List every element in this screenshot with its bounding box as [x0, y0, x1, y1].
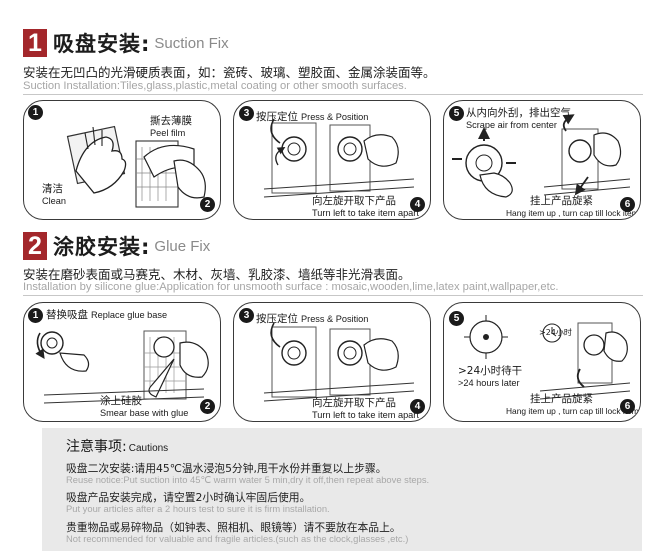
label-24h-dry: >24小时待干 >24 hours later	[458, 365, 523, 388]
caution-3-cn: 贵重物品或易碎物品（如钟表、照相机、眼镜等）请不要放在本品上。	[66, 521, 401, 534]
divider	[23, 295, 643, 296]
step-badge-2: 2	[200, 399, 215, 414]
label-clock-24h: >24小时	[539, 328, 572, 337]
step-panel-clean-peel: 1 2 撕去薄膜 Peel film 清洁 Clean	[23, 100, 221, 220]
press-turn-illustration	[263, 118, 415, 198]
caution-2-cn: 吸盘产品安装完成，请空置2小时确认牢固后使用。	[66, 491, 311, 504]
press-turn-illustration	[263, 322, 415, 402]
label-hang-item: 挂上产品旋紧 Hang item up , turn cap till lock…	[506, 393, 639, 416]
step-badge-6: 6	[620, 197, 635, 212]
step-badge-1: 1	[28, 308, 43, 323]
wait-hang-illustration	[464, 315, 631, 400]
section-number: 2	[23, 232, 47, 260]
cautions-title: 注意事项:Cautions	[66, 439, 169, 455]
caution-1-cn: 吸盘二次安装:请用45℃温水浸泡5分钟,甩干水份并重复以上步骤。	[66, 462, 387, 475]
step-badge-1: 1	[28, 105, 43, 120]
label-hang-item: 挂上产品旋紧 Hang item up , turn cap till lock…	[506, 195, 639, 218]
section-desc-cn: 安装在无凹凸的光滑硬质表面，如：瓷砖、玻璃、塑胶面、金属涂装面等。	[23, 65, 436, 80]
caution-3-en: Not recommended for valuable and fragile…	[66, 533, 409, 544]
step-badge-3: 3	[239, 308, 254, 323]
step-badge-5: 5	[449, 106, 464, 121]
section-desc-en: Suction Installation:Tiles,glass,plastic…	[23, 80, 407, 92]
section-header: 2 涂胶安装: Glue Fix	[23, 231, 210, 261]
label-turn-left: 向左旋开取下产品 Turn left to take item apart	[312, 397, 419, 420]
section-title-en: Suction Fix	[154, 34, 229, 52]
step-badge-4: 4	[410, 399, 425, 414]
section-desc-en: Installation by silicone glue:Applicatio…	[23, 281, 559, 293]
section-number: 1	[23, 29, 47, 57]
section-title-cn: 吸盘安装:	[53, 32, 151, 56]
step-panel-scrape-hang: 5 6 从内向外刮，排出空气 Scrape air from center 挂上…	[443, 100, 641, 220]
label-scrape-air: 从内向外刮，排出空气 Scrape air from center	[466, 107, 571, 130]
section-desc-cn: 安装在磨砂表面或马赛克、木材、灰墙、乳胶漆、墙纸等非光滑表面。	[23, 267, 411, 282]
step-badge-6: 6	[620, 399, 635, 414]
caution-2-en: Put your articles after a 2 hours test t…	[66, 503, 330, 514]
section-title-en: Glue Fix	[154, 237, 211, 255]
cautions-box: 注意事项:Cautions 吸盘二次安装:请用45℃温水浸泡5分钟,甩干水份并重…	[42, 428, 642, 551]
clean-peel-illustration	[66, 125, 206, 208]
step-badge-3: 3	[239, 106, 254, 121]
step-badge-5: 5	[449, 311, 464, 326]
section-header: 1 吸盘安装: Suction Fix	[23, 28, 229, 58]
section-title-cn: 涂胶安装:	[53, 235, 151, 259]
label-turn-left: 向左旋开取下产品 Turn left to take item apart	[312, 195, 419, 218]
scrape-hang-illustration	[452, 114, 631, 198]
step-badge-4: 4	[410, 197, 425, 212]
replace-smear-illustration	[35, 330, 209, 404]
label-peel-film: 撕去薄膜 Peel film	[150, 115, 192, 138]
caution-1-en: Reuse notice:Put suction into 45℃ warm w…	[66, 474, 430, 485]
label-clean: 清洁 Clean	[42, 183, 67, 206]
step-panel-wait-hang: 5 6 >24小时 >24小时待干 >24 hours later 挂上产品旋紧…	[443, 302, 641, 422]
label-smear-glue: 涂上硅胶 Smear base with glue	[100, 395, 189, 418]
step-badge-2: 2	[200, 197, 215, 212]
divider	[23, 94, 643, 95]
